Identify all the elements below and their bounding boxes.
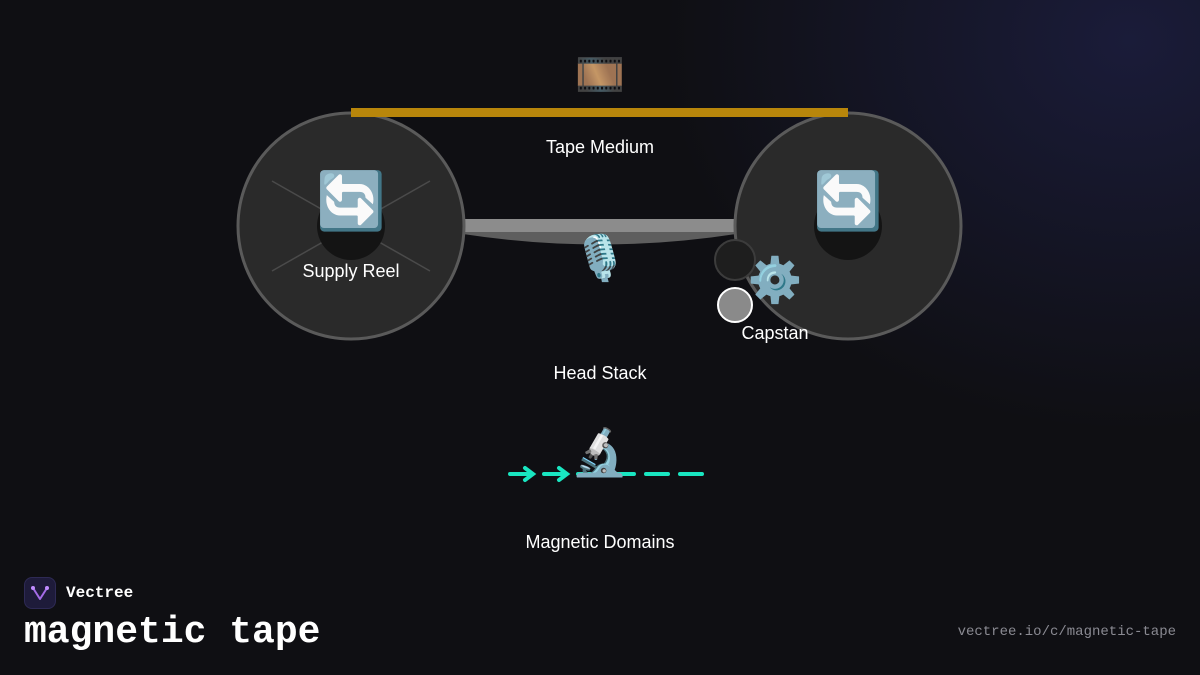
tape-medium-strip — [351, 108, 848, 117]
vectree-logo-icon — [24, 577, 56, 609]
supply-reel[interactable] — [236, 111, 466, 341]
microscope-icon: 🔬 — [571, 424, 628, 479]
capstan-label: Capstan — [741, 323, 808, 343]
pinch-roller — [714, 239, 756, 281]
magnetic-domain-arrows — [508, 466, 704, 482]
domain-arrow — [542, 466, 571, 482]
supply-reel-label: Supply Reel — [302, 261, 399, 281]
tape-medium-label: Tape Medium — [546, 137, 654, 157]
brand-name: Vectree — [66, 584, 134, 602]
page-url[interactable]: vectree.io/c/magnetic-tape — [957, 624, 1176, 640]
magnetic-domains-label: Magnetic Domains — [525, 532, 674, 552]
film-frames-icon: 🎞️ — [575, 52, 625, 98]
capstan-shaft[interactable] — [717, 287, 753, 323]
domain-arrow — [508, 466, 537, 482]
tape-path-top — [463, 219, 736, 232]
head-stack-label: Head Stack — [553, 363, 647, 383]
takeup-reel-icon: 🔄 — [813, 169, 883, 234]
gear-icon: ⚙️ — [748, 255, 803, 306]
page-title: magnetic tape — [24, 611, 321, 654]
brand[interactable]: Vectree — [24, 577, 133, 609]
microphone-icon: 🎙️ — [573, 233, 628, 284]
supply-reel-icon: 🔄 — [316, 169, 386, 234]
